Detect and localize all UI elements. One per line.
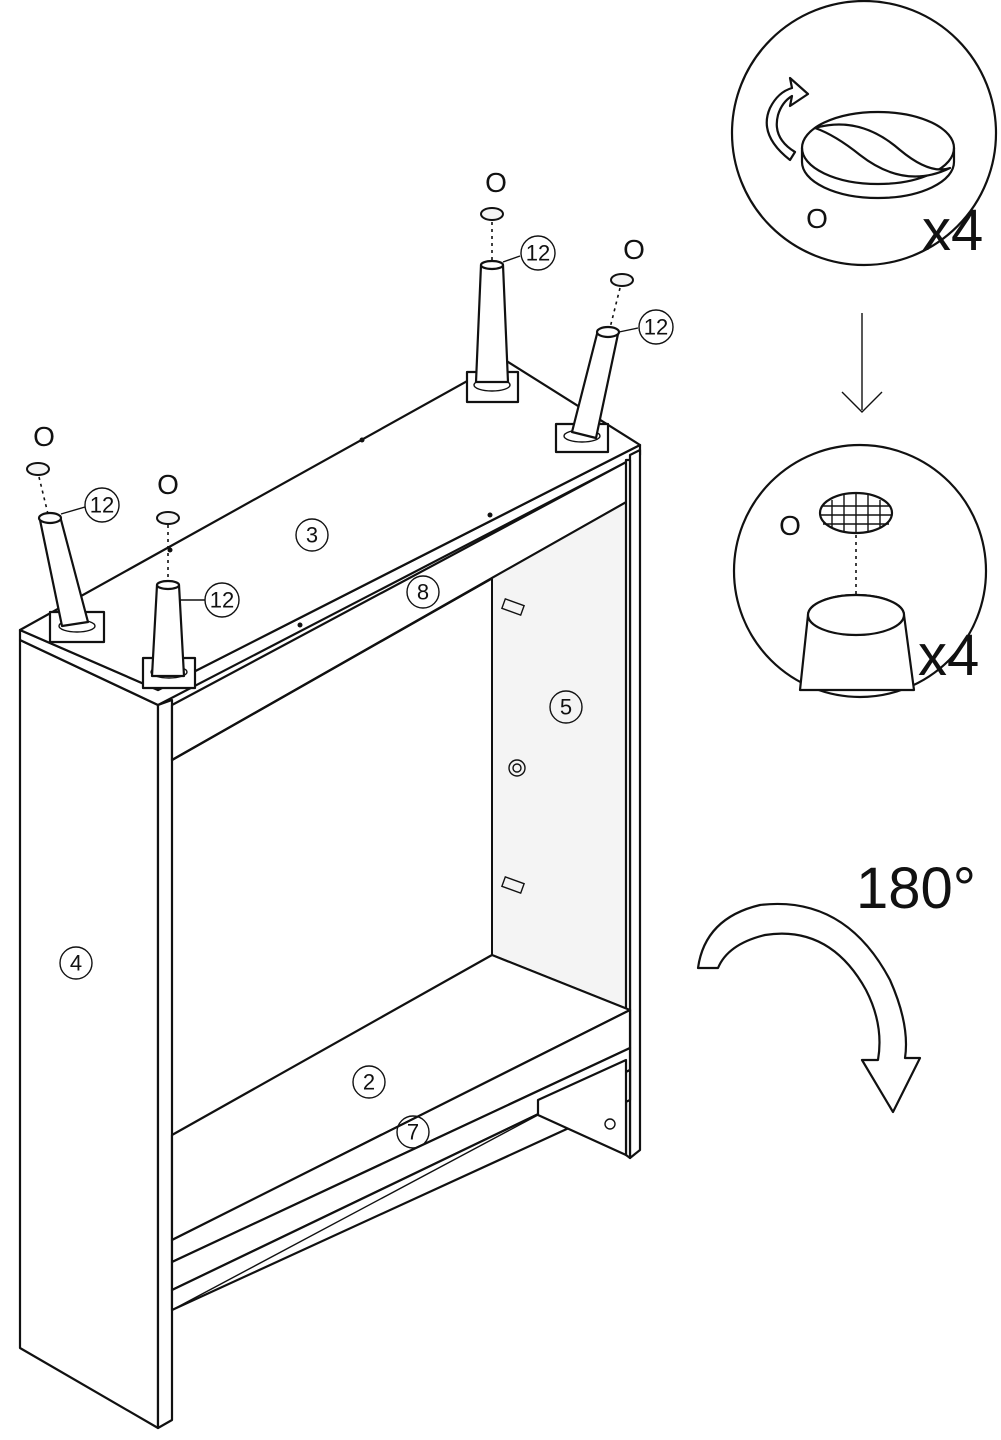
cabinet (18, 358, 642, 1430)
pad-label: O (623, 234, 645, 265)
peel-backing (813, 123, 952, 178)
peel-quantity: x4 (922, 198, 983, 263)
leg-front-center (141, 511, 197, 690)
leg-labels: O 12 O 12 O 12 O 12 (33, 167, 674, 618)
right-foot-hole (604, 1118, 616, 1130)
right-side-edge-inner (624, 458, 632, 1160)
pad-label: O (485, 167, 507, 198)
rotation-label: 180° (856, 856, 976, 921)
attach-pad-label: O (779, 510, 801, 541)
felt-pad-icon (610, 273, 634, 287)
leg-part-label: 12 (210, 588, 234, 613)
rotation-indicator: 180° (696, 856, 976, 1114)
right-side-inner-face (491, 499, 631, 1011)
leg-body (474, 263, 510, 384)
detail-attach-pad: O x4 (732, 443, 988, 699)
dowel-top (500, 597, 526, 617)
rotate-180-arrow-icon (696, 902, 922, 1114)
pad-label: O (33, 421, 55, 452)
bottom-rail (170, 1068, 632, 1312)
peel-pad-label: O (806, 203, 828, 234)
label-bottom-rail: 7 (407, 1120, 419, 1145)
pad-label: O (157, 469, 179, 500)
leg-body (570, 328, 620, 440)
right-side-foot (536, 1058, 628, 1157)
cam-lock-center (512, 763, 522, 773)
dowel-bottom (500, 875, 526, 895)
top-hole (297, 622, 303, 628)
leg-back (465, 207, 520, 404)
label-top-rail: 8 (417, 580, 429, 605)
rotate-arrow-icon (765, 76, 810, 162)
top-hole (487, 512, 493, 518)
cam-lock (508, 759, 526, 777)
felt-pad-icon (156, 511, 180, 525)
back-top-line (171, 577, 493, 761)
felt-pad-icon (480, 207, 504, 221)
left-side-panel-face (18, 638, 160, 1430)
top-hole (359, 437, 365, 443)
leg-part-label: 12 (90, 493, 114, 518)
leg-body (150, 583, 186, 678)
left-side-panel-edge (156, 698, 174, 1430)
detail-peel-pad: O x4 (730, 0, 998, 267)
label-top-panel: 3 (306, 523, 318, 548)
step-arrow-icon (841, 313, 883, 413)
detail-circle (732, 443, 988, 699)
part-labels: 3 8 5 4 2 7 (59, 518, 583, 1149)
detail-circle (730, 0, 998, 267)
label-right-side: 5 (560, 695, 572, 720)
leg-part-label: 12 (644, 315, 668, 340)
leg-front-left (26, 462, 106, 644)
bottom-rail-lower-line (171, 1114, 539, 1311)
leg-body (38, 514, 90, 628)
label-bottom-shelf: 2 (363, 1070, 375, 1095)
leg-part-label: 12 (526, 241, 550, 266)
attach-quantity: x4 (918, 623, 979, 688)
label-left-side: 4 (70, 951, 82, 976)
leg-right (554, 273, 634, 454)
right-side-edge (628, 448, 642, 1160)
felt-pad-icon (26, 462, 50, 476)
